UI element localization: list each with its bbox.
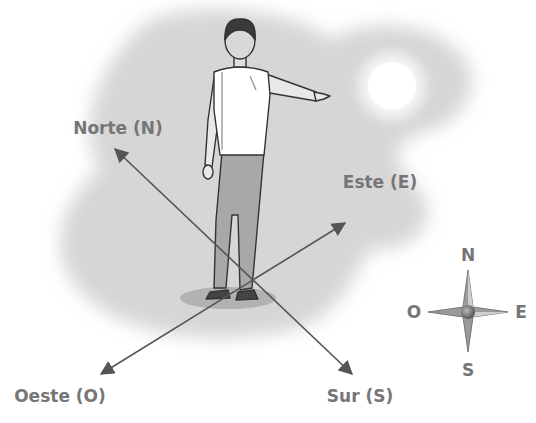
direction-arrows xyxy=(101,149,352,374)
compass-letter: N xyxy=(461,246,475,265)
direction-label: Este (E) xyxy=(343,173,417,192)
sun xyxy=(358,52,426,120)
direction-label: Oeste (O) xyxy=(14,387,106,406)
ground-shadow xyxy=(180,287,276,309)
direction-label: Norte (N) xyxy=(73,119,163,138)
man-figure xyxy=(203,19,330,300)
compass-letter: E xyxy=(515,303,527,322)
compass-letter: O xyxy=(407,303,421,322)
direction-label: Sur (S) xyxy=(327,387,393,406)
compass-letter: S xyxy=(462,361,474,380)
compass-rose xyxy=(428,270,508,352)
sun-core xyxy=(368,62,416,110)
background-cloud xyxy=(60,10,471,338)
